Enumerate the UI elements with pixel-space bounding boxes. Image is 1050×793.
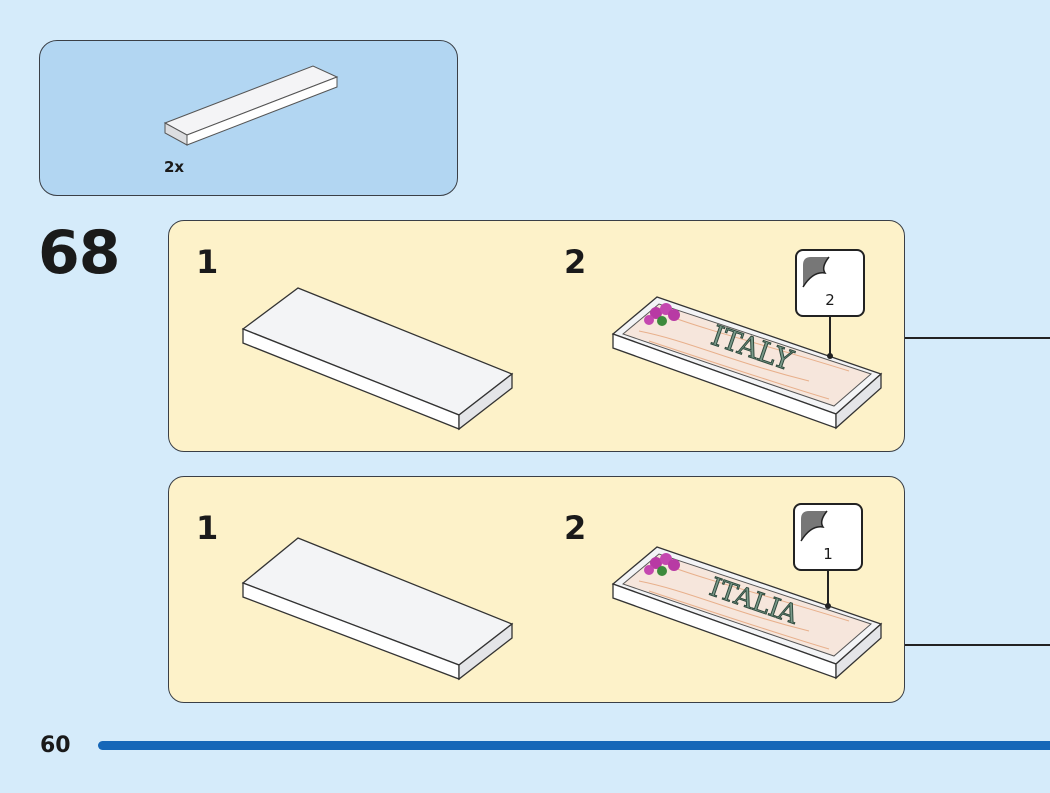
connector-line xyxy=(905,644,1050,646)
sub-step-number: 1 xyxy=(196,243,219,281)
step-number: 68 xyxy=(38,218,120,288)
sub-step-number: 2 xyxy=(564,243,587,281)
plain-tile-icon xyxy=(241,287,514,431)
page-footer-bar xyxy=(98,741,1050,750)
sticker-tile-icon: ITALIA xyxy=(611,546,883,680)
sub-step-panel-2: ITALIA 1 2 1 xyxy=(168,476,905,703)
sticker-number: 1 xyxy=(823,545,833,563)
sub-step-number: 1 xyxy=(196,509,219,547)
sticker-callout: 2 xyxy=(795,249,865,317)
flat-tile-part-icon xyxy=(163,65,339,146)
sticker-callout: 1 xyxy=(793,503,863,571)
connector-line xyxy=(905,337,1050,339)
sticker-number: 2 xyxy=(825,291,835,309)
sticker-peel-icon xyxy=(800,510,828,542)
plain-tile-icon xyxy=(241,537,514,681)
page-number: 60 xyxy=(40,733,71,758)
sub-step-panel-1: ITALY 1 2 2 xyxy=(168,220,905,452)
sticker-peel-icon xyxy=(802,256,830,288)
parts-list-box: 2x xyxy=(39,40,458,196)
sub-step-illustrations: ITALY xyxy=(241,287,883,431)
sub-step-illustrations: ITALIA xyxy=(241,537,883,681)
part-quantity: 2x xyxy=(164,158,185,176)
sub-step-number: 2 xyxy=(564,509,587,547)
